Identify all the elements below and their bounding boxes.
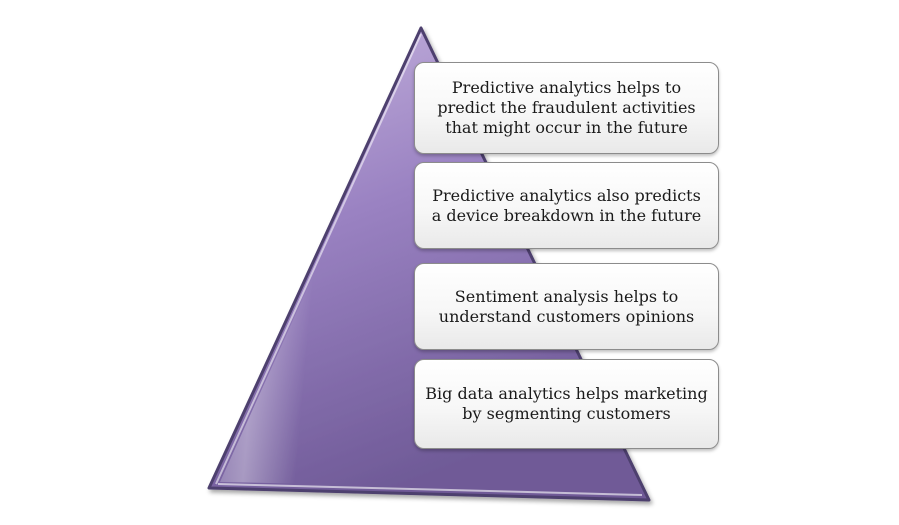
- pyramid-highlight: [220, 36, 421, 486]
- pyramid-item-4: Big data analytics helps marketing by se…: [414, 359, 719, 449]
- pyramid-item-4-text: Big data analytics helps marketing by se…: [425, 384, 708, 423]
- pyramid-item-1: Predictive analytics helps to predict th…: [414, 62, 719, 154]
- pyramid-item-2: Predictive analytics also predicts a dev…: [414, 162, 719, 249]
- pyramid-item-1-text: Predictive analytics helps to predict th…: [437, 78, 696, 137]
- pyramid-bevel-left: [215, 33, 422, 485]
- pyramid-item-2-text: Predictive analytics also predicts a dev…: [431, 185, 702, 225]
- pyramid-item-3-text: Sentiment analysis helps to understand c…: [438, 286, 695, 326]
- pyramid-item-3: Sentiment analysis helps to understand c…: [414, 263, 719, 350]
- pyramid-bevel-bottom: [217, 483, 643, 496]
